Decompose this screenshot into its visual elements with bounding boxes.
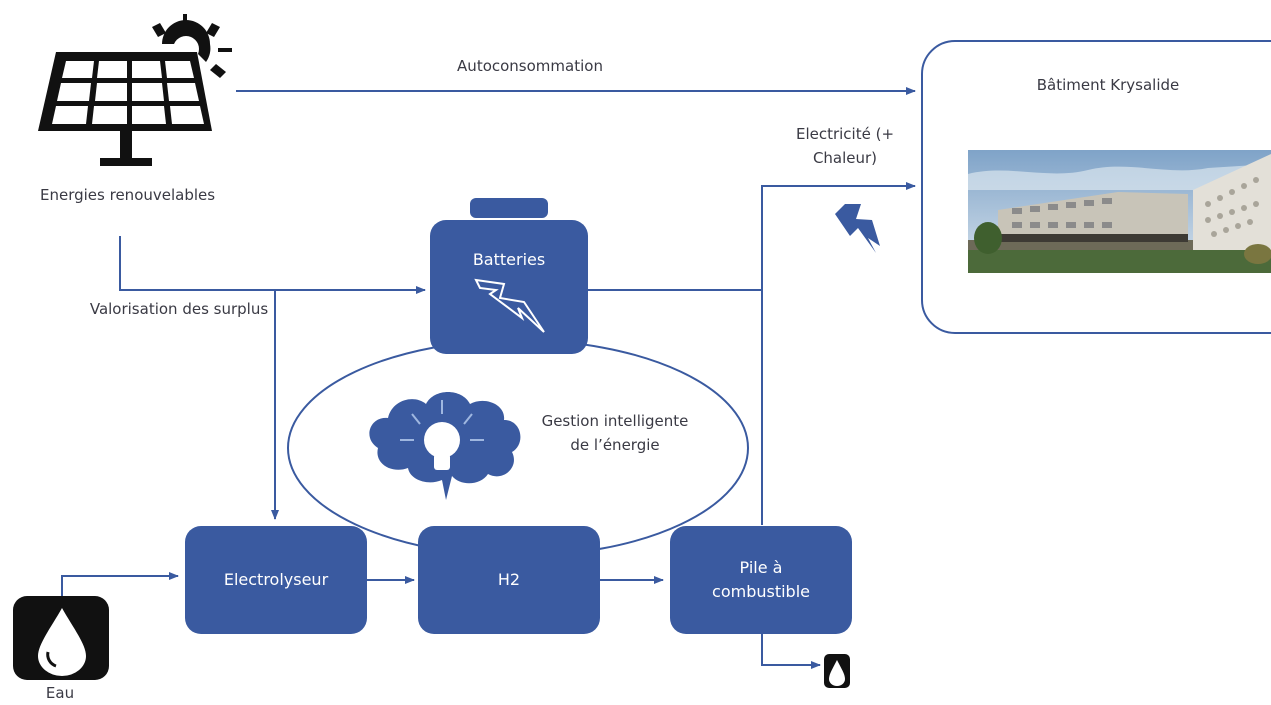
water-label: Eau: [45, 684, 75, 702]
solar-panel-icon: [38, 52, 212, 166]
surplus-label: Valorisation des surplus: [89, 300, 269, 318]
brain-bulb-icon: [369, 392, 521, 500]
lightning-icon: [474, 278, 545, 333]
autoconsumption-label: Autoconsommation: [457, 57, 603, 75]
water-drop-icon: [824, 654, 850, 688]
water-drop-icon: [13, 596, 109, 680]
electrolyser-label: Electrolyseur: [223, 570, 329, 589]
fuel-cell-box: Pile à combustible: [670, 526, 852, 634]
building-photo: [968, 150, 1271, 273]
fuel-cell-label: Pile à combustible: [712, 558, 810, 601]
batteries-label: Batteries: [472, 250, 546, 269]
h2-label: H2: [497, 570, 521, 589]
h2-box: H2: [418, 526, 600, 634]
batteries-box: Batteries: [430, 198, 588, 354]
renewables-label: Energies renouvelables: [40, 186, 216, 204]
sun-icon: [152, 14, 232, 78]
management-label: Gestion intelligente de l’énergie: [541, 412, 689, 454]
electricity-label: Electricité (+ Chaleur): [795, 125, 895, 167]
lightning-icon: [835, 204, 880, 253]
electrolyser-box: Electrolyseur: [185, 526, 367, 634]
building-label: Bâtiment Krysalide: [1036, 76, 1180, 94]
